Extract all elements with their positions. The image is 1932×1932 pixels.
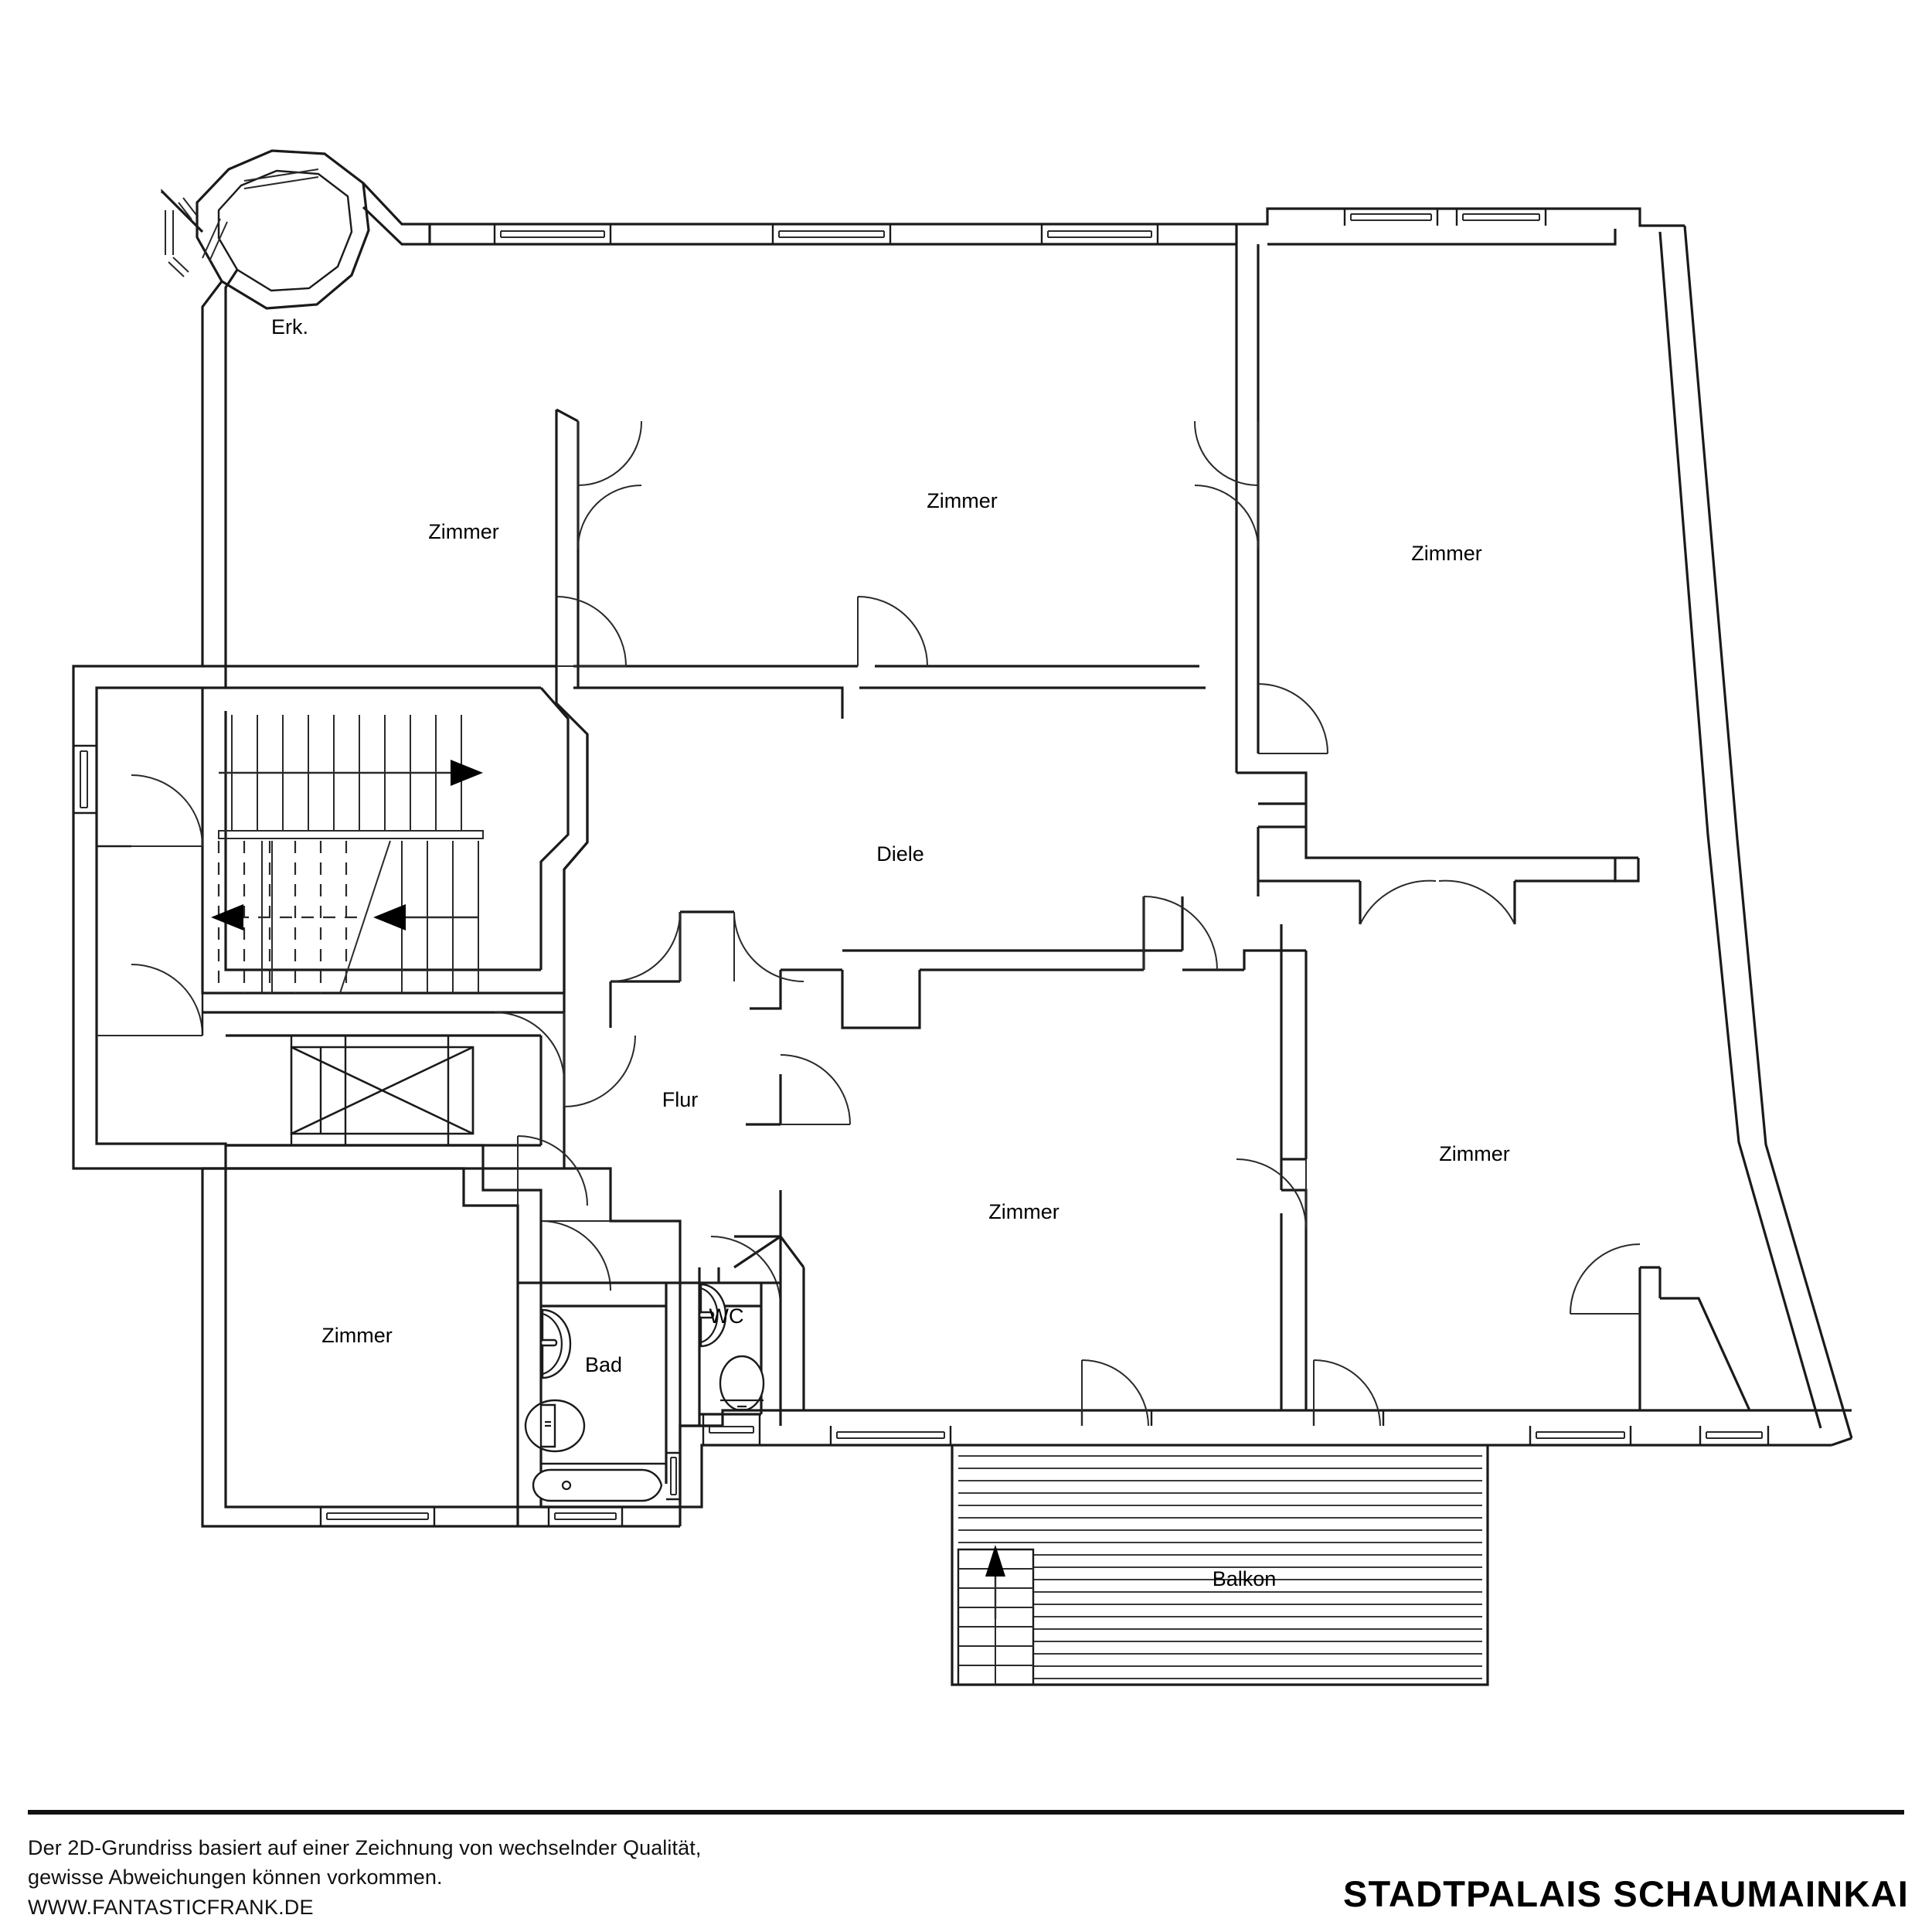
room-label-zimmer-se: Zimmer [1439,1142,1509,1165]
balcony-planks [958,1455,1482,1679]
balcony-doors [1080,1359,1385,1427]
door-zimmer-ne-left [1257,683,1328,754]
southwest-windows [319,1507,624,1526]
room-label-wc: WC [709,1304,744,1328]
flur-walls [563,734,842,1283]
window [829,1426,952,1445]
wc-fixtures [698,1283,765,1412]
disclaimer-line-2: gewisse Abweichungen können vorkommen. [28,1866,443,1889]
door [1080,1359,1153,1427]
door-flur-east [780,1054,851,1125]
window [702,1414,761,1445]
east-partitions [1235,666,1638,1410]
room-label-zimmer-sw: Zimmer [321,1324,392,1347]
double-door-nw [577,420,643,549]
floor-plan-drawing: Erk. Zimmer Zimmer Zimmer Diele Flur Zim… [72,149,1853,1686]
floor-plan-canvas: Erk. Zimmer Zimmer Zimmer Diele Flur Zim… [72,149,1853,1686]
room-label-flur: Flur [662,1088,699,1111]
door-stairwell-west-upper [95,774,203,848]
door-flur-to-bad [540,1220,611,1291]
window [319,1507,436,1526]
window [771,224,892,244]
room-label-balkon: Balkon [1213,1567,1277,1590]
room-labels: Erk. Zimmer Zimmer Zimmer Diele Flur Zim… [271,315,1510,1590]
door-zimmer-nw [556,596,627,667]
south-windows [829,1426,1770,1445]
bad-wc-walls [516,1281,781,1526]
sink-icon [698,1283,727,1348]
disclaimer-line-1: Der 2D-Grundriss basiert auf einer Zeich… [28,1836,702,1859]
door-zimmer-sw [202,1135,588,1283]
window [1699,1426,1770,1445]
window [666,1451,680,1501]
room-label-diele: Diele [876,842,924,866]
window [1040,224,1159,244]
bathtub-icon [532,1462,666,1502]
staircase [211,715,484,994]
west-south-walls [72,269,680,1528]
door-flur-to-diele [610,911,804,982]
sink-icon [539,1308,572,1379]
room-label-zimmer-n: Zimmer [927,489,997,512]
door-flur-to-wc [710,1236,781,1307]
window [1455,209,1547,226]
north-west-walls [362,182,1685,246]
project-title: STADTPALAIS SCHAUMAINKAI [1342,1873,1909,1914]
door-flur-west [494,1012,565,1083]
stairwell [201,686,589,995]
website-url[interactable]: WWW.FANTASTICFRANK.DE [28,1895,314,1919]
room-label-bad: Bad [585,1353,622,1376]
balcony [951,1445,1489,1686]
ne-sub-partitions [1570,858,1751,1411]
double-door-ne [1193,420,1259,549]
north-windows [493,209,1547,244]
toilet-icon [719,1355,765,1412]
door-zimmer-n [857,596,928,667]
toilet-icon [524,1399,586,1453]
footer-disclaimer: Der 2D-Grundriss basiert auf einer Zeich… [28,1833,1110,1922]
room-label-zimmer-nw: Zimmer [428,520,498,543]
door-elevator-lobby-west [97,964,204,1036]
interior-walls-north [202,244,1260,719]
east-angled-wall [1658,225,1853,1439]
elevator-shaft [290,1036,474,1145]
window [547,1507,624,1526]
window [493,224,612,244]
room-label-zimmer-ne: Zimmer [1411,542,1481,565]
elevator-zone [97,964,636,1170]
window [1529,1426,1632,1445]
room-label-zimmer-s: Zimmer [988,1200,1059,1223]
balcony-steps [957,1545,1035,1686]
door-elevator-lobby-east [563,1035,636,1107]
window [1343,209,1439,226]
south-room-walls [779,1236,805,1426]
footer-divider [28,1810,1904,1815]
exterior-walls [161,149,370,310]
footer: Der 2D-Grundriss basiert auf einer Zeich… [0,1770,1932,1932]
diele-walls [841,896,1306,1029]
window [73,744,97,815]
door [1312,1359,1385,1427]
bay-windows [165,168,319,277]
room-label-erker: Erk. [271,315,308,338]
bathroom-fixtures [524,1308,666,1502]
